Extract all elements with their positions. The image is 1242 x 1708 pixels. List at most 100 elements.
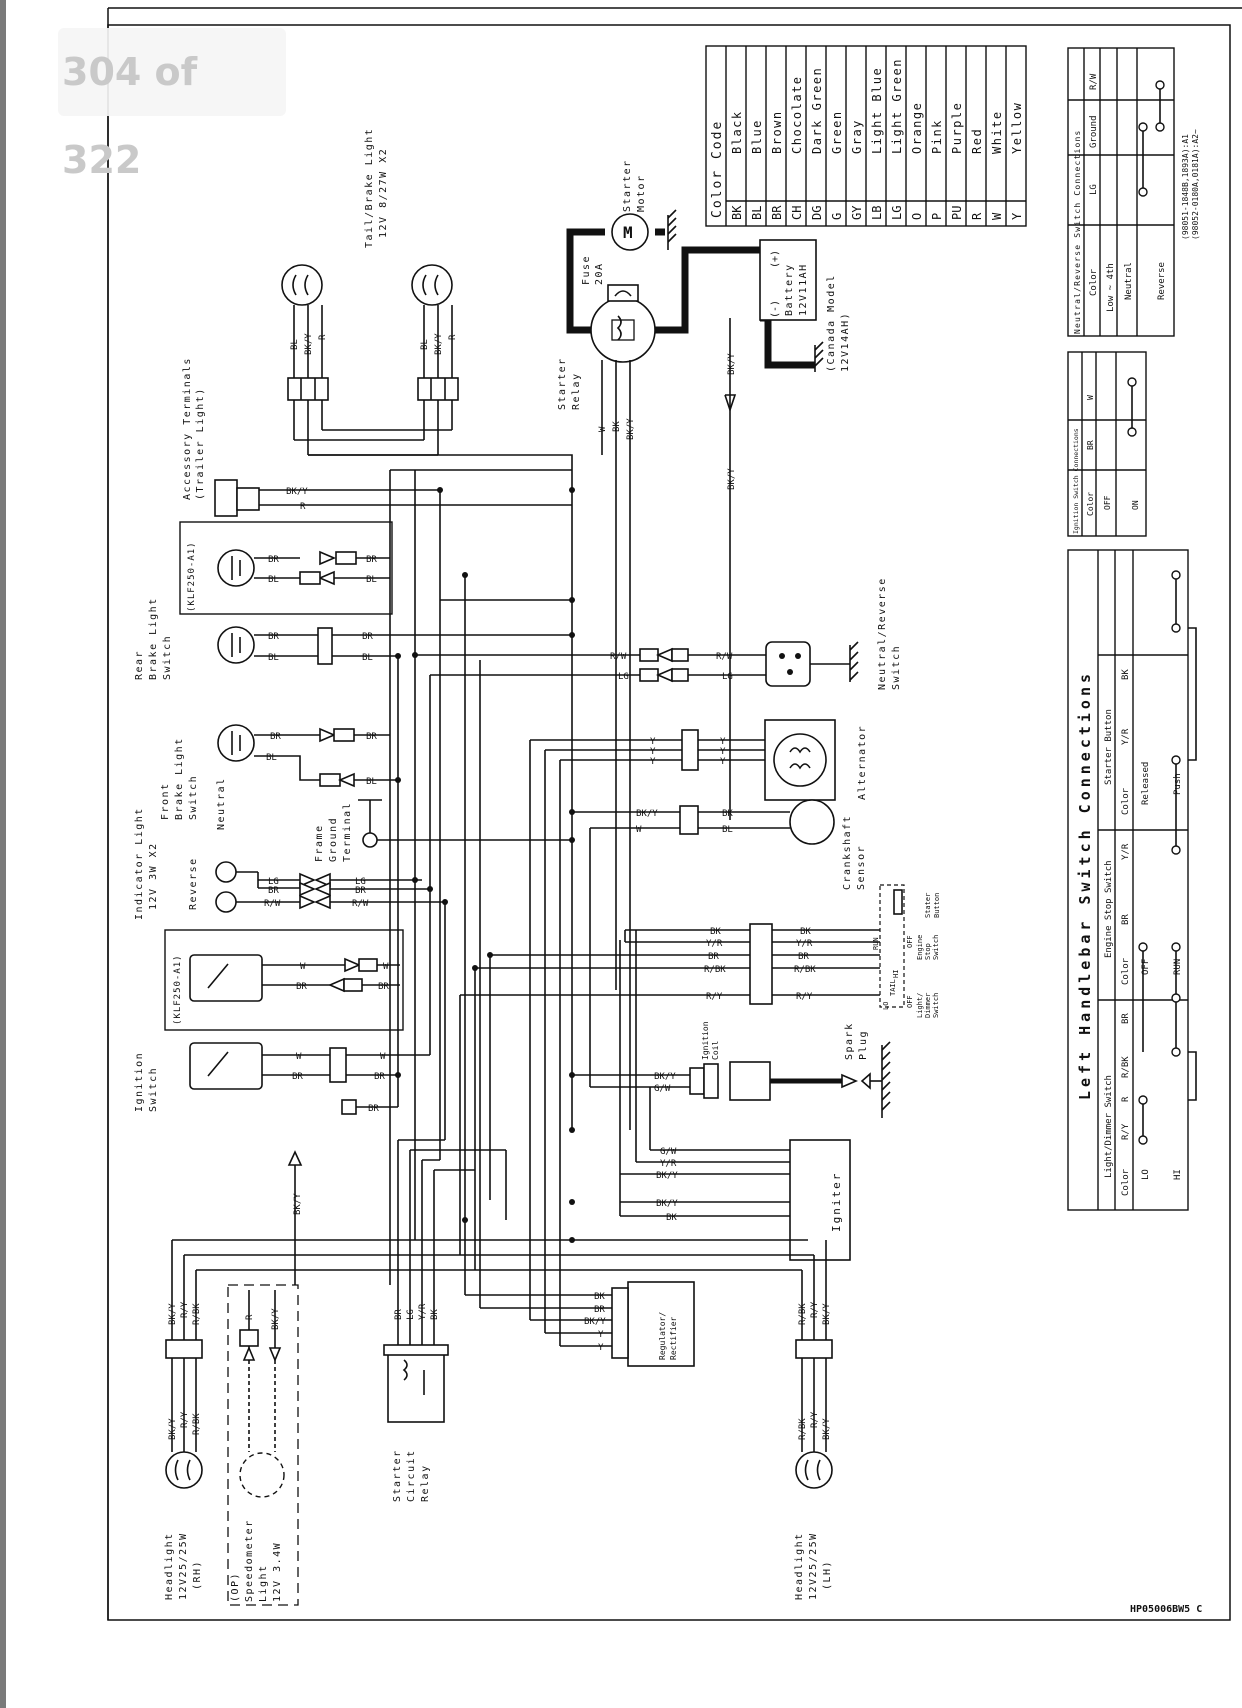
hb-col-yr-2: Y/R (1121, 728, 1131, 745)
scr-br: BR (394, 1309, 404, 1320)
igniter-icon (789, 1139, 851, 1261)
klf-rear-br-1: BR (268, 555, 279, 565)
pos-hi: HI (892, 970, 900, 978)
ign-w-1: W (296, 1052, 302, 1062)
regulator-label-1: Regulator/ (658, 1312, 667, 1360)
crank-bk-2: BK (722, 809, 733, 819)
speedo-bky-top: BK/Y (293, 1193, 303, 1215)
neutral-reverse-switch-label-1: Neutral/Reverse (877, 577, 888, 690)
reverse-indicator-icon (215, 891, 237, 913)
igniter-gw: G/W (660, 1147, 677, 1157)
rear-brake-label-1: Rear (134, 650, 145, 680)
color-code-abbrev: G (830, 213, 844, 220)
color-code-abbrev: PU (950, 206, 964, 220)
light-dimmer-label-3: Switch (932, 993, 940, 1018)
reg-br: BR (594, 1305, 605, 1315)
front-brake-br-1: BR (270, 732, 281, 742)
color-code-name: Red (970, 128, 984, 154)
neutral-reverse-table: Neutral/Reverse Switch Connections Color… (1067, 47, 1200, 337)
neutral-reverse-switch-icon (765, 641, 811, 687)
coil-bky: BK/Y (654, 1072, 676, 1082)
color-code-abbrev: BK (730, 205, 744, 220)
color-code-name: Gray (850, 119, 864, 154)
ind-br-1: BR (268, 886, 279, 896)
scr-lg: LG (406, 1309, 416, 1320)
tail-brake-light-rating: 12V 8/27W X2 (378, 148, 389, 238)
nr-row-low: Low ~ 4th (1106, 263, 1116, 312)
hl-lh-ry-1: R/Y (810, 1411, 820, 1428)
color-code-abbrev: Y (1010, 212, 1024, 220)
reg-bk: BK (594, 1292, 605, 1302)
indicator-lights: Indicator Light 12V 3W X2 Reverse Neutra… (134, 777, 572, 920)
hl-rh-rbk-1: R/BK (192, 1413, 202, 1435)
crankshaft-label-2: Sensor (856, 845, 867, 890)
starter-relay-label-2: Relay (571, 372, 582, 410)
tail-brake-lights: Tail/Brake Light 12V 8/27W X2 BL BK/Y R … (281, 128, 573, 1130)
color-code-abbrev: LG (890, 206, 904, 220)
rear-brake-br-1: BR (268, 632, 279, 642)
klf-ign-w-2: W (383, 962, 389, 972)
hb-wire-rbk-2: R/BK (794, 965, 816, 975)
hb-col-rbk: R/BK (1121, 1056, 1131, 1078)
relay-wire-w: W (598, 426, 608, 432)
ign-row-off: OFF (1103, 495, 1112, 510)
color-code-abbrev: BL (750, 206, 764, 220)
crank-bky-1: BK/Y (636, 809, 658, 819)
canada-model-2: 12V14AH) (840, 312, 851, 372)
frame-ground-label-2: Ground (328, 817, 339, 862)
color-code-name: Blue (750, 119, 764, 154)
color-code-name: Dark Green (810, 67, 824, 154)
color-code-name: Light Blue (870, 67, 884, 154)
starter-circuit-relay-icon (387, 1351, 445, 1423)
color-code-abbrev: LB (870, 206, 884, 220)
hb-row-lo: LO (1141, 1169, 1151, 1180)
speedo-label-2: Speedometer (244, 1519, 255, 1602)
headlight-rh-label-2: 12V25/25W (178, 1532, 189, 1600)
front-brake-bl-1: BL (266, 753, 277, 763)
starter-motor-icon (611, 213, 649, 251)
front-brake-br-2: BR (366, 732, 377, 742)
color-code-abbrev: DG (810, 206, 824, 220)
klf-ign-br-1: BR (296, 982, 307, 992)
color-code-name: Chocolate (790, 75, 804, 154)
hl-rh-ry-1: R/Y (180, 1411, 190, 1428)
spark-plug-label-2: Plug (858, 1030, 869, 1060)
headlight-rh-label-3: (RH) (192, 1560, 203, 1590)
fuse-rating: 20A (594, 262, 605, 285)
starter-battery-section: M (-) (+) Battery 12V11AH (Canada Model … (557, 159, 851, 1130)
nr-row-reverse: Reverse (1157, 262, 1167, 300)
engine-stop-label-1: Engine (916, 935, 924, 960)
color-code-name: Green (830, 110, 844, 154)
color-code-name: Light Green (890, 58, 904, 154)
hb-wire-ry-2: R/Y (796, 992, 813, 1002)
ign-w-2: W (380, 1052, 386, 1062)
rear-brake-br-2: BR (362, 632, 373, 642)
frame-ground-icon (362, 832, 378, 848)
igniter-bky-1: BK/Y (656, 1171, 678, 1181)
nr-header-ground: Ground (1089, 115, 1099, 148)
hb-wire-yr-2: Y/R (796, 939, 813, 949)
left-handlebar-switch-table: Left Handlebar Switch Connections Light/… (1067, 549, 1197, 1211)
alt-y-4: Y (720, 737, 726, 747)
battery-rating: 12V11AH (798, 263, 809, 316)
alternator-label: Alternator (857, 725, 868, 800)
neutral-indicator-icon (215, 861, 237, 883)
front-brake-switch-icon (217, 724, 255, 762)
nr-wire-lg-2: LG (722, 672, 733, 682)
hb-wire-rbk-1: R/BK (704, 965, 726, 975)
ign-br-2: BR (374, 1072, 385, 1082)
headlight-lh-icon (795, 1451, 833, 1489)
rear-brake-switch-icon (217, 626, 255, 664)
klf250-rear-switch-box: (KLF250-A1) BR BL BR BL (179, 521, 393, 615)
ind-lg-2: LG (355, 877, 366, 887)
headlight-lh-label-2: 12V25/25W (808, 1532, 819, 1600)
color-code-name: White (990, 110, 1004, 154)
hb-row-push: Push (1173, 773, 1183, 795)
neutral-reverse-table-title: Neutral/Reverse Switch Connections (1073, 129, 1082, 334)
color-code-abbrev: W (990, 212, 1004, 220)
starter-motor-label-1: Starter (622, 159, 633, 212)
front-brake-label-2: Brake Light (174, 737, 185, 820)
klf-rear-br-2: BR (366, 555, 377, 565)
speedometer-light: R BK/Y (OP) Speedometer Light 12V 3.4W B… (227, 1150, 303, 1606)
